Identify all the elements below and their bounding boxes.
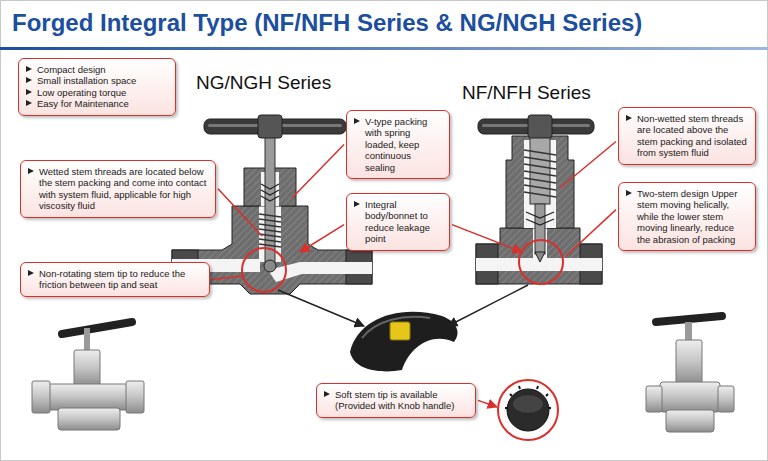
- callout-box: Wetted stem threads are located below th…: [20, 160, 216, 218]
- bullet-arrow: [324, 391, 330, 397]
- callout-text: Two-stem design Upper stem moving helica…: [637, 188, 748, 245]
- bullet-row: Low operating torque: [25, 87, 168, 98]
- nf-valve-section-part: [519, 240, 563, 284]
- bullet-row: V-type packing with spring loaded, keep …: [353, 116, 442, 173]
- callout-box: Soft stem tip is available (Provided wit…: [316, 383, 476, 418]
- nf-valve-photo-part: [656, 316, 722, 322]
- bullet-row: Non-rotating stem tip to reduce the fric…: [27, 268, 202, 291]
- bullet-arrow: [626, 115, 632, 121]
- nf-valve-photo-part: [676, 340, 702, 384]
- nf-valve-photo-part: [660, 382, 720, 412]
- callout-text: Soft stem tip is available (Provided wit…: [335, 389, 468, 412]
- leader-line: [218, 189, 262, 236]
- leader-line: [452, 225, 522, 252]
- nf-valve-photo: [646, 316, 734, 432]
- bullet-row: Compact design: [25, 64, 168, 75]
- callout-box: Non-rotating stem tip to reduce the fric…: [20, 262, 210, 297]
- callout-text: Compact design: [37, 64, 106, 75]
- leader-line: [292, 144, 344, 198]
- bullet-arrow: [26, 100, 32, 106]
- ng-valve-photo-part: [62, 322, 132, 334]
- knob-handle-part: [498, 380, 558, 440]
- series-label: NF/NFH Series: [462, 82, 591, 104]
- ng-valve-section-part: [258, 115, 282, 138]
- callout-text: V-type packing with spring loaded, keep …: [365, 116, 442, 173]
- bullet-row: Wetted stem threads are located below th…: [27, 166, 208, 212]
- bullet-arrow: [28, 270, 34, 276]
- nf-valve-section-part: [528, 115, 552, 138]
- bullet-arrow: [626, 190, 632, 196]
- callout-box: Integral body/bonnet to reduce leakage p…: [346, 193, 450, 251]
- nf-valve-photo-part: [666, 410, 714, 432]
- title-rule: [0, 47, 768, 50]
- bullet-row: Non-wetted stem threads are located abov…: [625, 113, 748, 159]
- ng-valve-section-part: [259, 214, 281, 247]
- stem-tip-closeup-part: [350, 312, 458, 372]
- knob-handle-part: [507, 389, 549, 431]
- bullet-arrow: [354, 118, 360, 124]
- callout-box: Compact designSmall installation spaceLo…: [18, 58, 176, 116]
- stem-tip-closeup-part: [448, 285, 528, 326]
- nf-valve-photo-part: [646, 386, 662, 412]
- bullet-arrow: [26, 77, 32, 83]
- knob-handle-part: [513, 395, 543, 413]
- ng-valve-section-part: [242, 248, 286, 292]
- leader-line: [300, 225, 344, 252]
- callout-text: Small installation space: [37, 75, 136, 86]
- ng-valve-photo-part: [32, 381, 50, 413]
- ng-valve-section-part: [264, 260, 276, 272]
- ng-valve-photo-part: [74, 350, 100, 386]
- callout-text: Non-rotating stem tip to reduce the fric…: [39, 268, 202, 291]
- nf-valve-section-part: [526, 212, 554, 225]
- ng-valve-photo-part: [126, 381, 144, 413]
- callout-text: Wetted stem threads are located below th…: [39, 166, 208, 212]
- bullet-row: Small installation space: [25, 75, 168, 86]
- callout-text: Integral body/bonnet to reduce leakage p…: [365, 199, 442, 245]
- callout-text: Non-wetted stem threads are located abov…: [637, 113, 748, 159]
- stem-tip-closeup-part: [278, 290, 364, 326]
- ng-valve-photo-part: [58, 408, 120, 430]
- nf-valve-section: [476, 115, 602, 284]
- stem-tip-closeup: [278, 285, 528, 371]
- bullet-row: Soft stem tip is available (Provided wit…: [323, 389, 468, 412]
- callout-box: V-type packing with spring loaded, keep …: [346, 110, 450, 179]
- callout-text: Easy for Maintenance: [37, 98, 129, 109]
- nf-valve-section-part: [524, 150, 556, 197]
- ng-valve-photo: [32, 322, 144, 430]
- callout-text: Low operating torque: [37, 87, 126, 98]
- knob-handle-part: [505, 386, 551, 408]
- leader-line: [212, 276, 243, 279]
- bullet-arrow: [26, 89, 32, 95]
- callout-box: Non-wetted stem threads are located abov…: [618, 107, 756, 165]
- callout-box: Two-stem design Upper stem moving helica…: [618, 182, 756, 251]
- leader-line: [560, 142, 616, 188]
- ng-valve-section-part: [261, 184, 279, 201]
- bullet-arrow: [26, 66, 32, 72]
- series-label: NG/NGH Series: [196, 72, 331, 94]
- bullet-row: Integral body/bonnet to reduce leakage p…: [353, 199, 442, 245]
- bullet-arrow: [354, 201, 360, 207]
- bullet-row: Easy for Maintenance: [25, 98, 168, 109]
- page-title: Forged Integral Type (NF/NFH Series & NG…: [12, 9, 642, 37]
- nf-valve-section-part: [535, 252, 545, 262]
- leader-line: [566, 210, 616, 256]
- bullet-arrow: [28, 168, 34, 174]
- knob-handle: [498, 380, 558, 440]
- nf-valve-photo-part: [718, 386, 734, 412]
- nf-valve-section-part: [535, 204, 545, 254]
- stem-tip-closeup-part: [390, 322, 410, 340]
- leader-line: [478, 400, 497, 407]
- bullet-row: Two-stem design Upper stem moving helica…: [625, 188, 748, 245]
- ng-valve-photo-part: [48, 384, 128, 410]
